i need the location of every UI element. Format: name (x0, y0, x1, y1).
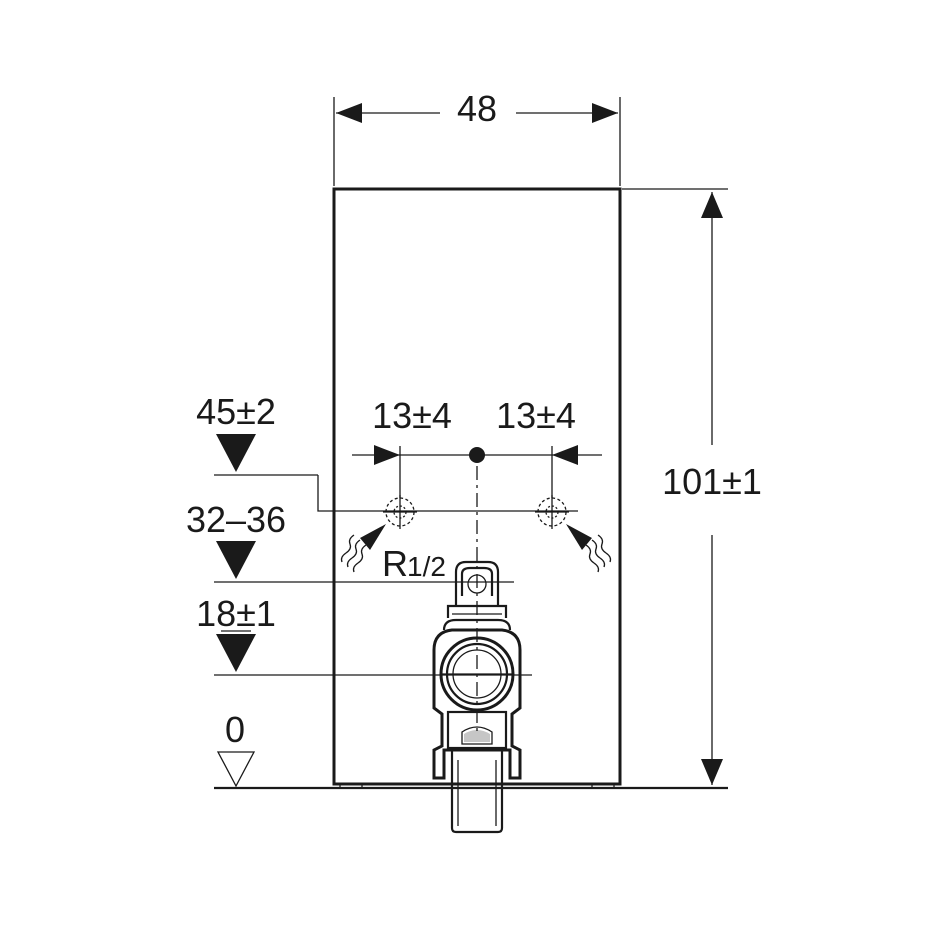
water-supply-arrow-icon (566, 524, 612, 573)
level-18: 18±1 (196, 593, 532, 676)
filled-level-triangle-icon (216, 434, 256, 472)
water-supply-left (383, 495, 417, 529)
width-dimension: 48 (333, 88, 621, 186)
cabinet-panel (332, 187, 622, 789)
arrowhead-left-icon (552, 445, 578, 465)
thread-letter: R (382, 543, 408, 584)
water-supply-arrow-icon (340, 524, 386, 573)
arrowhead-left-icon (336, 103, 362, 123)
level-0: 0 (216, 709, 256, 788)
arrowhead-up-icon (701, 192, 723, 218)
thread-label: R 1/2 (382, 543, 446, 584)
level-32-36: 32–36 (186, 499, 514, 583)
arrowhead-right-icon (592, 103, 618, 123)
height-label: 101±1 (662, 461, 762, 502)
arrowhead-right-icon (374, 445, 400, 465)
height-dimension: 101±1 (622, 188, 762, 785)
arrowhead-down-icon (701, 759, 723, 785)
water-supply-right (535, 495, 569, 529)
offset-right-label: 13±4 (496, 395, 576, 436)
center-point (469, 447, 485, 463)
filled-level-triangle-icon (216, 634, 256, 672)
level-18-label: 18±1 (196, 593, 276, 634)
hollow-level-triangle-icon (216, 751, 256, 788)
offset-left-label: 13±4 (372, 395, 452, 436)
offset-dimensions: 13±4 13±4 (352, 395, 602, 498)
level-32-36-label: 32–36 (186, 499, 286, 540)
level-0-label: 0 (225, 709, 245, 750)
drain-connector-icon (432, 560, 522, 834)
width-label: 48 (457, 88, 497, 129)
filled-level-triangle-icon (216, 541, 256, 579)
thread-fraction: 1/2 (407, 551, 446, 582)
level-45: 45±2 (196, 391, 578, 512)
level-45-label: 45±2 (196, 391, 276, 432)
